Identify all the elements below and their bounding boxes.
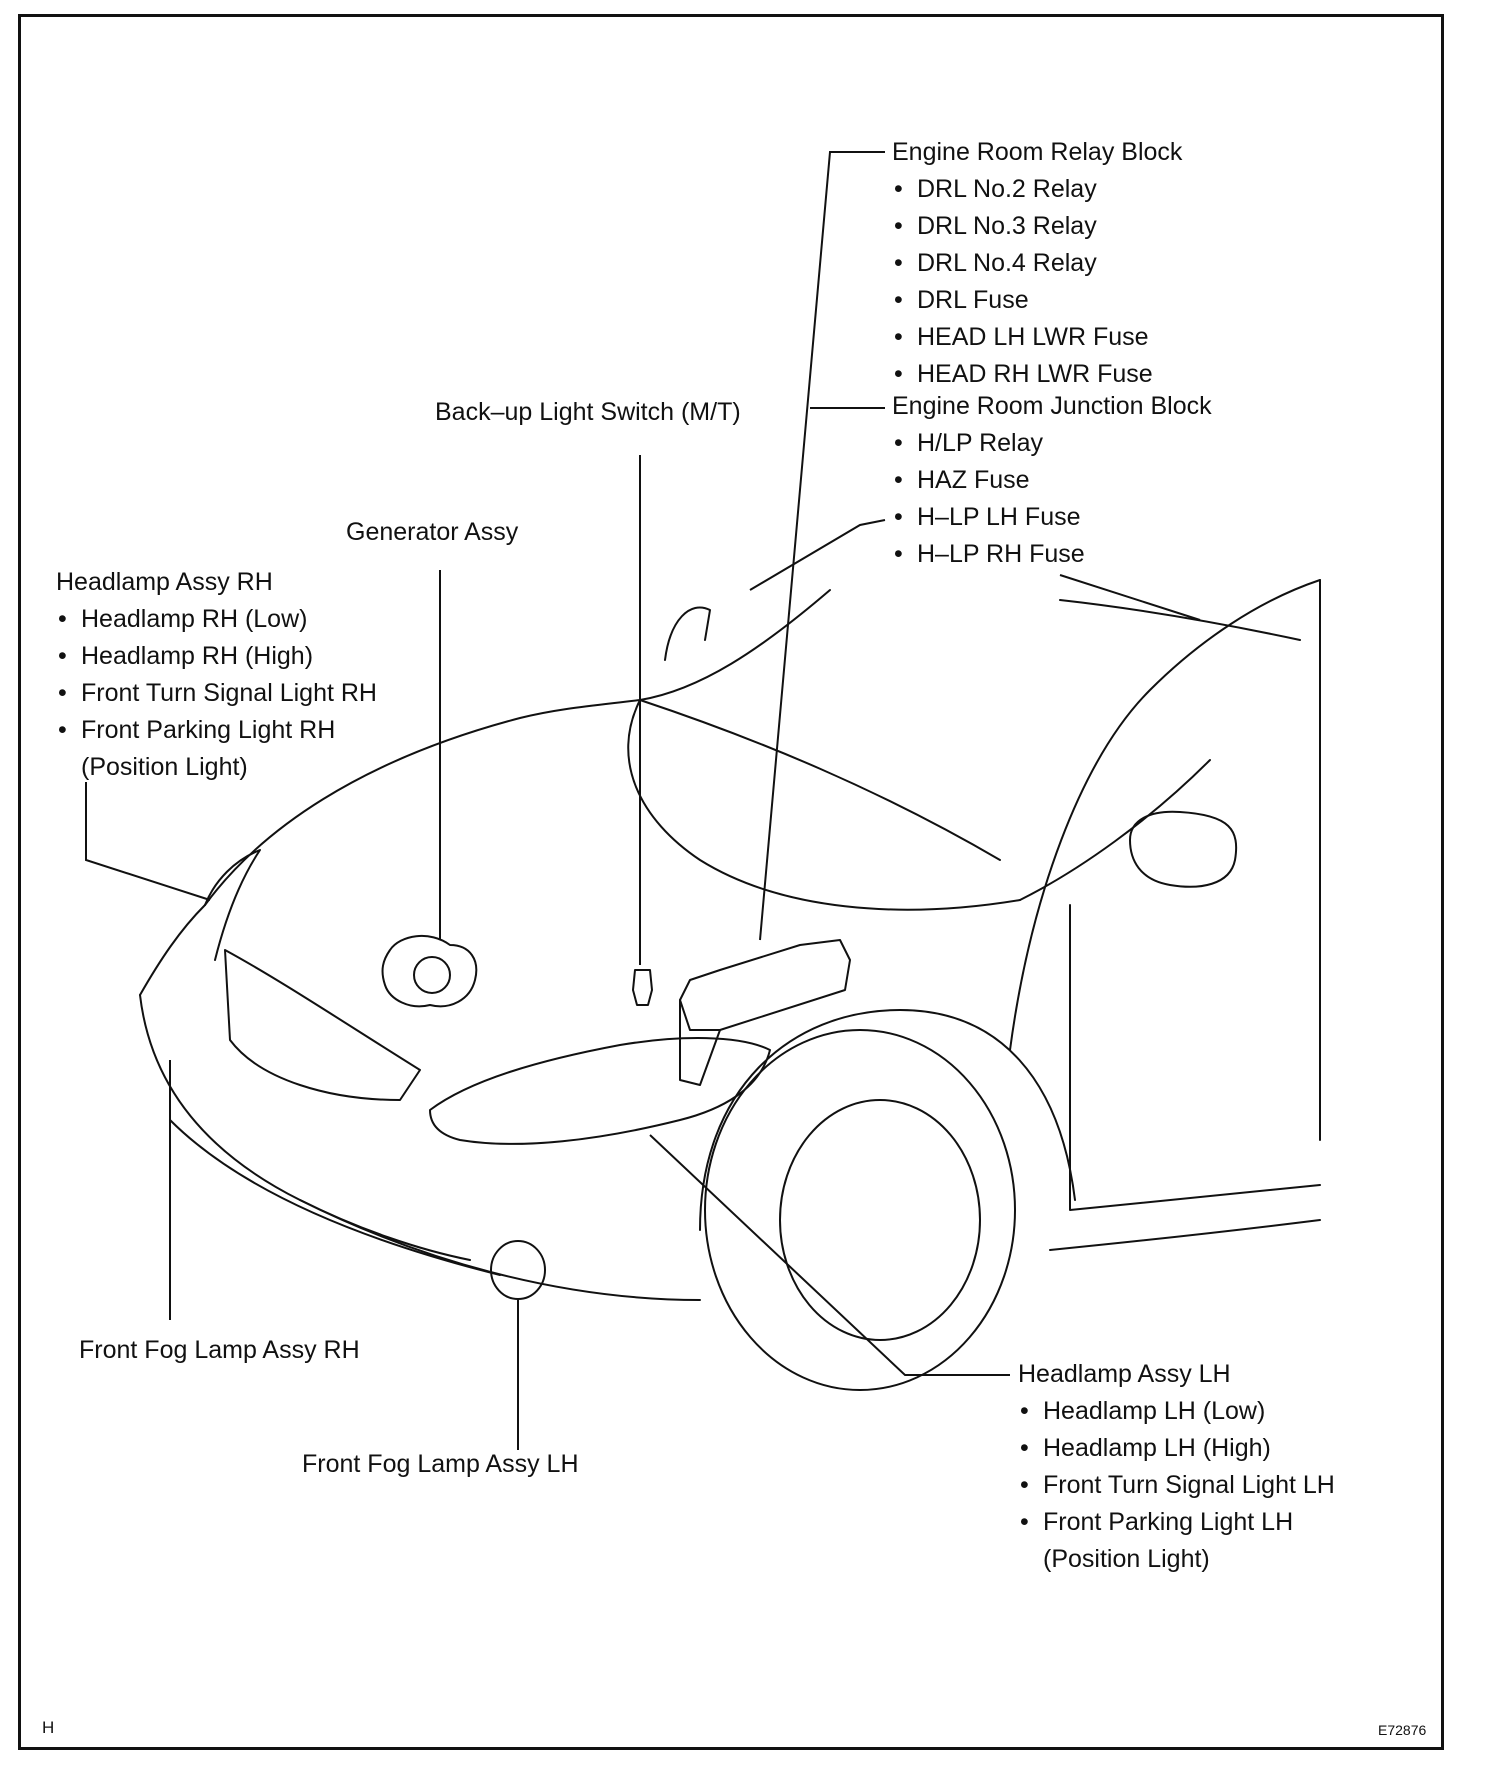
engine-room-relay-block-label: Engine Room Relay Block DRL No.2 Relay D… <box>892 134 1182 393</box>
headlamp-rh-item: Headlamp RH (High) <box>56 638 377 675</box>
door-line <box>1069 904 1321 1211</box>
engine-room-junction-block-label: Engine Room Junction Block H/LP Relay HA… <box>892 388 1212 573</box>
grille-left <box>224 949 421 1101</box>
side-sill <box>1049 1219 1321 1251</box>
fog-lamp-lh <box>490 1240 546 1300</box>
fender-line <box>639 699 1001 861</box>
junction-block-item: H–LP LH Fuse <box>892 499 1212 536</box>
headlamp-assy-lh-list: Headlamp LH (Low) Headlamp LH (High) Fro… <box>1018 1393 1335 1578</box>
mirror <box>1129 810 1238 888</box>
relay-block-side <box>679 999 721 1086</box>
engine-room-junction-block-list: H/LP Relay HAZ Fuse H–LP LH Fuse H–LP RH… <box>892 425 1212 573</box>
hood-outline <box>204 589 831 906</box>
relay-block-item: HEAD RH LWR Fuse <box>892 356 1182 393</box>
front-fog-lamp-assy-lh-label: Front Fog Lamp Assy LH <box>302 1450 579 1478</box>
hood-vent <box>664 606 711 661</box>
headlamp-lh-continuation: (Position Light) <box>1043 1545 1210 1573</box>
roof-line <box>1059 599 1301 641</box>
a-pillar <box>1009 579 1321 1051</box>
engine-room-relay-block-title: Engine Room Relay Block <box>892 138 1183 166</box>
junction-block-item: HAZ Fuse <box>892 462 1212 499</box>
headlamp-assy-rh-label: Headlamp Assy RH Headlamp RH (Low) Headl… <box>56 564 377 786</box>
headlamp-assy-rh-title: Headlamp Assy RH <box>56 568 273 596</box>
headlamp-lh-item: Front Turn Signal Light LH <box>1018 1467 1335 1504</box>
headlamp-rh-item: Front Parking Light RH <box>56 712 377 749</box>
relay-block-item: DRL Fuse <box>892 282 1182 319</box>
relay-block-box <box>679 939 851 1031</box>
engine-room-junction-block-title: Engine Room Junction Block <box>892 392 1212 420</box>
headlamp-assy-rh-list: Headlamp RH (Low) Headlamp RH (High) Fro… <box>56 601 377 786</box>
backup-light-switch-label: Back–up Light Switch (M/T) <box>435 398 741 426</box>
figure-frame <box>18 14 1444 1750</box>
leader-headlamp-lh <box>649 1134 1010 1376</box>
relay-block-item: HEAD LH LWR Fuse <box>892 319 1182 356</box>
junction-block-item: H/LP Relay <box>892 425 1212 462</box>
relay-block-item: DRL No.4 Relay <box>892 245 1182 282</box>
junction-block-item: H–LP RH Fuse <box>892 536 1212 573</box>
backup-switch <box>632 969 653 1006</box>
headlamp-rh-item: Headlamp RH (Low) <box>56 601 377 638</box>
headlamp-lh-item: Front Parking Light LH <box>1018 1504 1335 1541</box>
headlamp-lh-item: Headlamp LH (High) <box>1018 1430 1335 1467</box>
leader-headlamp-rh <box>85 782 211 901</box>
leader-junction-block-fuses <box>749 519 886 591</box>
relay-block-item: DRL No.2 Relay <box>892 171 1182 208</box>
headlamp-lh-item: Headlamp LH (Low) <box>1018 1393 1335 1430</box>
headlamp-rh-outline <box>204 849 261 961</box>
front-wheel-outer <box>704 1029 1016 1391</box>
leader-relay-block <box>759 151 885 941</box>
headlamp-assy-lh-label: Headlamp Assy LH Headlamp LH (Low) Headl… <box>1018 1356 1335 1578</box>
front-bumper <box>139 994 701 1301</box>
front-fog-lamp-assy-rh-label: Front Fog Lamp Assy RH <box>79 1336 360 1364</box>
wheel-arch <box>699 1009 1076 1231</box>
hood-crease <box>627 699 1021 911</box>
windshield-base <box>1019 759 1211 901</box>
engine-room-relay-block-list: DRL No.2 Relay DRL No.3 Relay DRL No.4 R… <box>892 171 1182 393</box>
relay-block-item: DRL No.3 Relay <box>892 208 1182 245</box>
front-wheel-inner <box>779 1099 981 1341</box>
bumper-lower <box>169 1119 501 1276</box>
generator-body <box>381 934 478 1008</box>
headlamp-assy-lh-title: Headlamp Assy LH <box>1018 1360 1231 1388</box>
headlamp-rh-continuation: (Position Light) <box>81 753 248 781</box>
front-face <box>139 904 206 996</box>
headlamp-rh-item: Front Turn Signal Light RH <box>56 675 377 712</box>
headlamp-lh-outline <box>429 1037 771 1145</box>
leader-junction-to-roof <box>1059 574 1201 621</box>
generator-assy-label: Generator Assy <box>346 518 519 546</box>
corner-letter: H <box>42 1718 55 1737</box>
figure-id: E72876 <box>1378 1722 1427 1738</box>
generator-pulley <box>413 956 451 994</box>
lower-intake <box>299 1199 471 1261</box>
